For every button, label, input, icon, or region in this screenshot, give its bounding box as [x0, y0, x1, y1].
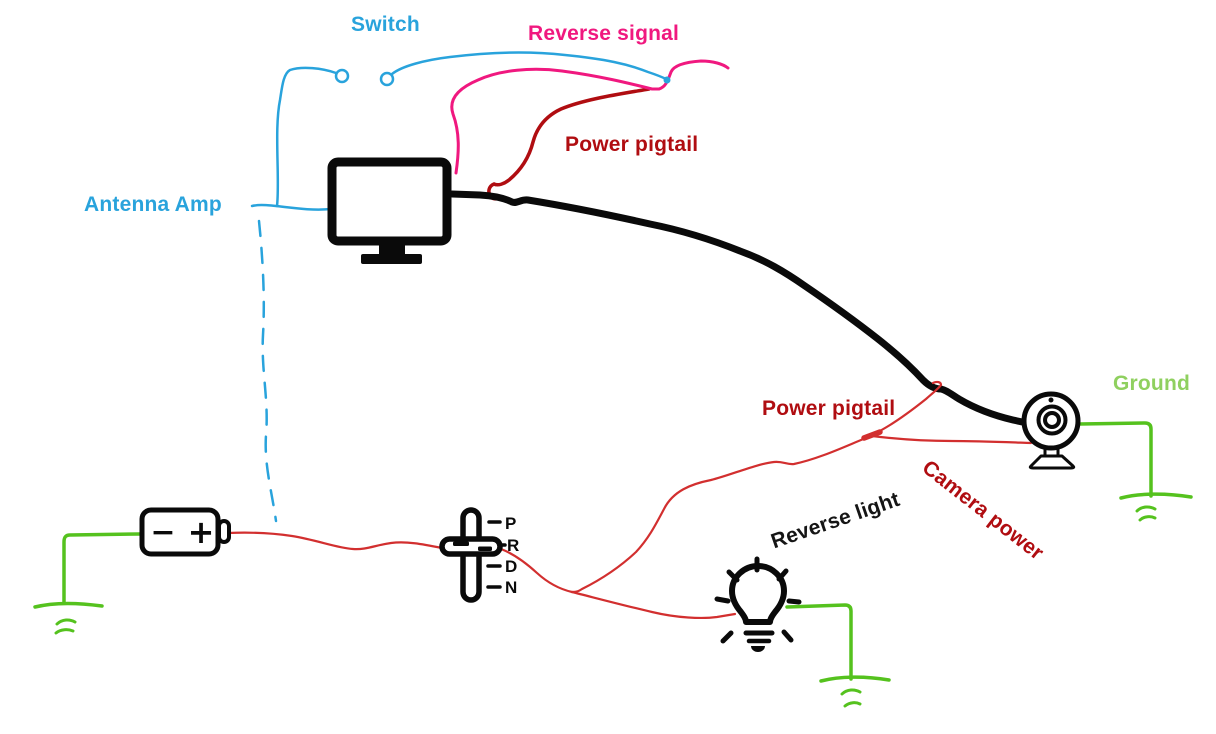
switch-contacts-icon [334, 68, 395, 87]
ground-wires [33, 421, 1193, 708]
reverse-signal-label: Reverse signal [528, 22, 680, 45]
shifter-position-labels: P R D N [505, 514, 519, 597]
antenna-amp-dashed-wire [257, 219, 278, 523]
shifter-ticks [486, 520, 507, 589]
battery-minus-sign: − [150, 515, 175, 550]
switch-wire-left [275, 66, 338, 208]
shifter-position-d: D [505, 557, 517, 576]
power-wires [226, 380, 1033, 620]
battery-to-shifter-wire [226, 531, 444, 551]
antenna-amp-lead [250, 203, 333, 211]
antenna-amp-label: Antenna Amp [84, 193, 222, 216]
camera-power-lead [870, 434, 1033, 445]
monitor-icon [327, 157, 452, 264]
switch-label: Switch [351, 13, 420, 36]
reverse-signal-wire [450, 59, 730, 175]
bulb-rays [714, 556, 802, 644]
power-junction-blob [861, 429, 883, 441]
shifter-position-n: N [505, 578, 517, 597]
switch-wire-right [390, 51, 668, 81]
wire-junction-dot [663, 76, 671, 84]
camera-cable [448, 190, 1031, 427]
ground-icon [819, 675, 891, 708]
gear-shifter-icon: P R D N [439, 507, 519, 603]
ground-icon [33, 601, 104, 635]
power-pigtail-wire-camera [870, 380, 943, 437]
ground-label: Ground [1113, 372, 1191, 395]
camera-ground-wire [1078, 421, 1153, 498]
antenna-amp-wire [250, 51, 668, 523]
switch-contact-right [379, 71, 395, 87]
camera-power-wire [570, 434, 873, 594]
battery-plus-sign: + [188, 513, 215, 551]
power-pigtail-top-label: Power pigtail [565, 133, 699, 156]
battery-ground-wire [62, 532, 142, 605]
bulb-ground-wire [785, 603, 853, 681]
ground-icon [1119, 492, 1193, 522]
switch-contact-left [334, 68, 350, 84]
shifter-position-r: R [507, 536, 519, 555]
webcam-icon [1021, 391, 1081, 470]
battery-icon: − + [139, 507, 231, 557]
reverse-light-wire [570, 590, 737, 620]
light-bulb-icon [714, 556, 802, 652]
shifter-position-p: P [505, 514, 516, 533]
power-pigtail-camera-label: Power pigtail [762, 397, 896, 420]
shifter-out-wire [499, 547, 574, 594]
